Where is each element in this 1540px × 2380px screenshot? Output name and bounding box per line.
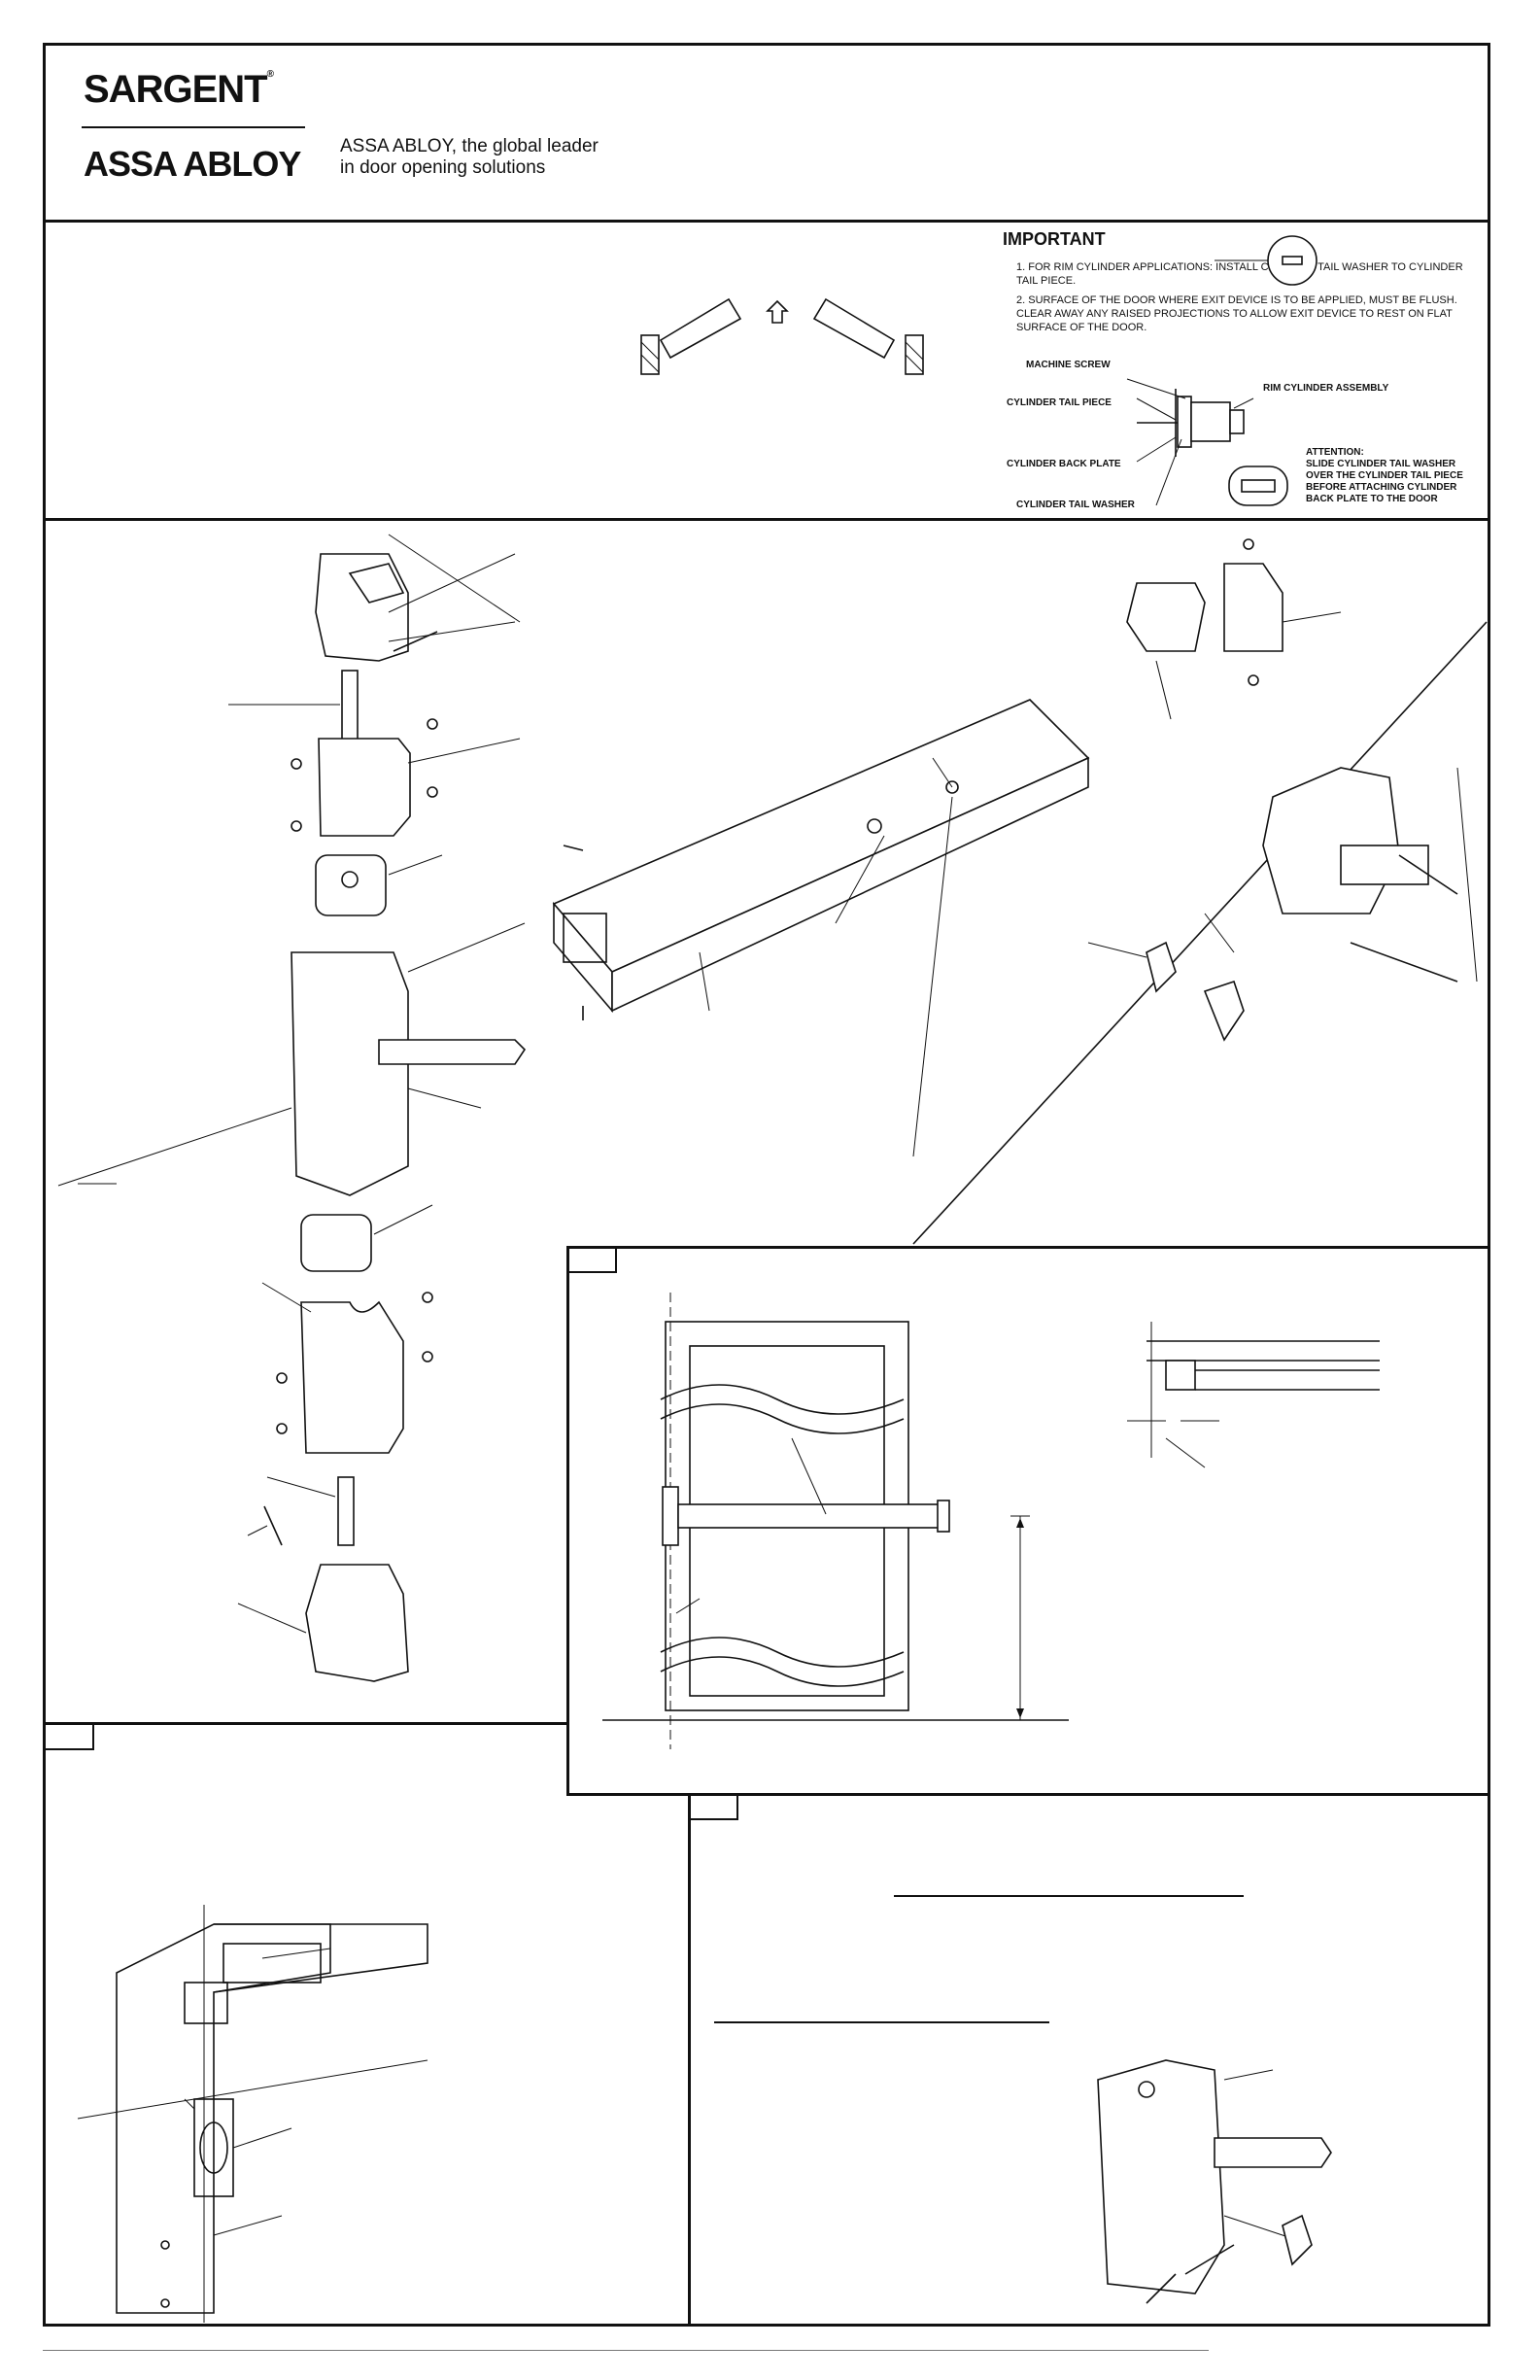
latch-detail-diagram [1097,2059,1332,2304]
rim-cylinder-diagram [1126,378,1288,506]
section-tag-b [568,1248,617,1273]
logo-rule [82,126,305,128]
important-item-1: 1. FOR RIM CYLINDER APPLICATIONS: INSTAL… [1016,261,1463,287]
important-list: 1. FOR RIM CYLINDER APPLICATIONS: INSTAL… [1016,260,1473,340]
callout-cylinder-tail-washer: CYLINDER TAIL WASHER [1016,500,1135,510]
section-b-left-border [566,1246,569,1796]
door-elevation-diagram [602,1293,1380,1749]
section-b-bottom-border [566,1793,1490,1796]
assa-abloy-logo: ASSA ABLOY [84,144,301,184]
door-frame-template-diagram [77,1905,428,2323]
lower-left-divider [43,1722,567,1725]
important-item-2: 2. SURFACE OF THE DOOR WHERE EXIT DEVICE… [1016,294,1457,333]
section-c-rule-1 [894,1895,1244,1897]
callout-rim-cylinder-assembly: RIM CYLINDER ASSEMBLY [1263,383,1389,394]
exit-device-bar [552,699,1090,1157]
door-bevel-diagram [640,297,924,375]
section-tag-a [46,1725,94,1750]
section-c-rule-2 [714,2021,1049,2023]
footer-rule [43,2350,1209,2351]
header-divider [43,220,1490,223]
section-b-top-border [566,1246,1490,1249]
section-c-left-border [688,1793,691,2327]
section-tag-c [690,1795,738,1820]
callout-cylinder-back-plate: CYLINDER BACK PLATE [1007,459,1121,469]
vertical-rod-exploded-view [57,534,527,1682]
brand-tagline: ASSA ABLOY, the global leader in door op… [340,136,599,178]
callout-attention: ATTENTION: SLIDE CYLINDER TAIL WASHER OV… [1306,447,1463,504]
important-divider [43,518,1490,521]
sargent-logo: SARGENT® [84,68,274,111]
callout-machine-screw: MACHINE SCREW [1026,360,1111,370]
end-cap-assembly [912,538,1488,1245]
callout-cylinder-tail-piece: CYLINDER TAIL PIECE [1007,397,1112,408]
important-title: IMPORTANT [1003,229,1106,249]
page-frame [43,43,1490,2327]
tail-washer-icon [1215,235,1318,286]
